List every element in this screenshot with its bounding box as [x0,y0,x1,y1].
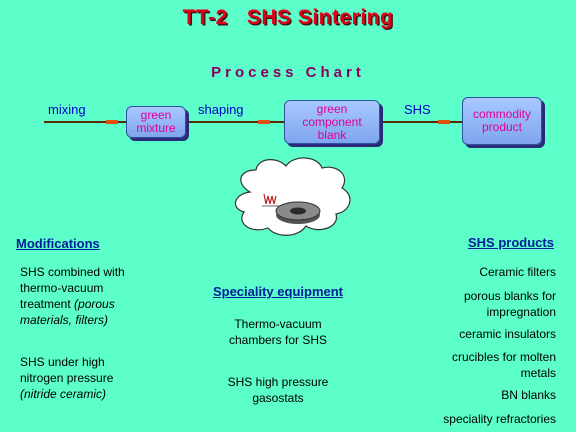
cloud-icon [234,157,351,236]
step-label-shs: SHS [404,102,431,117]
text-line: thermo-vacuum [20,281,104,295]
step-label-mixing: mixing [48,102,86,117]
text-fragment-italic: (porous [74,297,115,311]
modification-item-nitrogen-pressure: SHS under high nitrogen pressure (nitrid… [20,354,190,402]
process-chart-subtitle: Process Chart [211,64,365,81]
equipment-item-gasostats: SHS high pressure gasostats [227,375,329,405]
process-box-green-mixture: green mixture [126,106,186,138]
process-box-green-component-blank: green component blank [284,100,380,144]
page-title: TT-2 SHS Sintering [182,6,394,29]
text-fragment: treatment [20,297,71,311]
product-item-bn-blanks: BN blanks [501,388,556,402]
text-line: nitrogen pressure [20,371,114,385]
product-item-ceramic-insulators: ceramic insulators [459,327,556,341]
text-line: treatment (porous [20,296,190,312]
step-label-shaping: shaping [198,102,244,117]
process-box-label: green mixture [136,108,176,135]
process-box-label: green component blank [302,101,362,142]
products-heading: SHS products [468,235,554,250]
sintered-disk-icon [275,201,321,224]
modification-item-thermo-vacuum: SHS combined with thermo-vacuum treatmen… [20,264,190,328]
product-item-speciality-refractories: speciality refractories [443,412,556,426]
product-item-porous-blanks: porous blanks for impregnation [463,289,556,319]
process-box-label: commodity product [472,107,531,134]
modifications-heading: Modifications [16,236,100,251]
text-line: materials, filters) [20,312,190,328]
product-item-ceramic-filters: Ceramic filters [479,265,556,279]
flow-line [44,120,462,124]
text-line: SHS under high [20,355,105,369]
heater-coil-icon [262,193,280,207]
process-box-commodity-product: commodity product [462,97,542,145]
text-line: SHS combined with [20,265,125,279]
equipment-heading: Speciality equipment [212,284,344,299]
text-fragment-italic: (nitride ceramic) [20,387,107,401]
text-line: (nitride ceramic) [20,386,190,402]
text-fragment-italic: materials, filters) [20,313,109,327]
equipment-item-thermo-vacuum-chambers: Thermo-vacuum chambers for SHS [228,317,328,347]
product-item-crucibles: crucibles for molten metals [451,350,556,380]
